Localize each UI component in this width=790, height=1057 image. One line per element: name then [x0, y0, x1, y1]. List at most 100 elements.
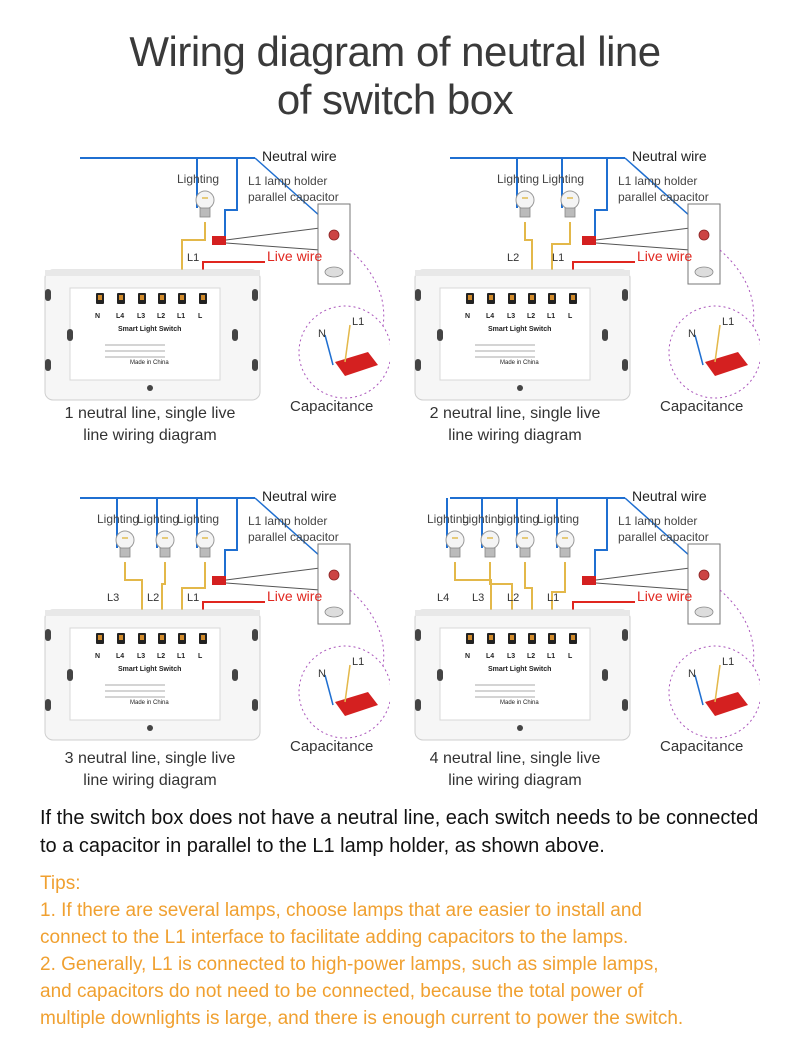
lamp-line-label: L3 — [472, 592, 485, 604]
title-line-1: Wiring diagram of neutral line — [129, 28, 661, 75]
terminal-label: L4 — [116, 313, 125, 320]
tip-line: 1. If there are several lamps, choose la… — [40, 900, 642, 921]
title-line-2: of switch box — [276, 76, 514, 123]
mount-slot — [252, 699, 258, 711]
terminal-label: L4 — [486, 653, 495, 660]
callout-n-label: N — [318, 328, 326, 340]
made-in-label: Made in China — [500, 700, 539, 706]
capacitor-callout — [668, 645, 760, 739]
lamp-line-label: L2 — [147, 592, 160, 604]
capacitor-callout — [298, 305, 390, 399]
made-in-label: Made in China — [130, 360, 169, 366]
cap-n-lead — [694, 674, 704, 706]
holder-socket — [324, 606, 344, 618]
callout-n-label: N — [688, 328, 696, 340]
terminal-label: L2 — [157, 313, 166, 320]
mount-hole — [147, 385, 153, 391]
leader-line — [225, 582, 321, 591]
callout-l1-label: L1 — [722, 656, 735, 668]
capacitance-label: Capacitance — [290, 398, 374, 415]
capacitance-label: Capacitance — [660, 738, 744, 755]
terminal-label: L1 — [547, 653, 556, 660]
terminal-label: L2 — [527, 313, 536, 320]
bulb-icon — [515, 530, 535, 558]
terminal-label: L2 — [157, 653, 166, 660]
page-title: Wiring diagram of neutral line of switch… — [0, 28, 790, 124]
lamp-line-label: L2 — [507, 252, 520, 264]
neutral-wire-label: Neutral wire — [632, 488, 707, 504]
neutral-drop — [594, 158, 608, 240]
capacitance-label: Capacitance — [290, 738, 374, 755]
switch-brand-label: Smart Light Switch — [488, 666, 552, 673]
holder-socket — [324, 266, 344, 278]
caption-line-1: 3 neutral line, single live — [64, 750, 236, 767]
terminal-label: L1 — [177, 653, 186, 660]
terminal-label: L3 — [137, 653, 146, 660]
mount-hole — [517, 385, 523, 391]
wiring-svg — [414, 157, 760, 401]
leader-line — [225, 567, 321, 581]
made-in-label: Made in China — [130, 700, 169, 706]
switch-brand-label: Smart Light Switch — [488, 326, 552, 333]
live-wire-label: Live wire — [267, 588, 323, 604]
switch-brand-label: Smart Light Switch — [118, 666, 182, 673]
bulb-icon — [480, 530, 500, 558]
holder-label-1: L1 lamp holder — [618, 174, 698, 188]
neutral-drop — [594, 498, 608, 580]
caption-line-2: line wiring diagram — [83, 772, 217, 789]
leader-line — [595, 567, 691, 581]
bulb-icon — [515, 190, 535, 218]
caption-line-2: line wiring diagram — [83, 427, 217, 444]
callout-l1-label: L1 — [352, 316, 365, 328]
terminal-label: N — [95, 653, 101, 660]
capacitor-callout — [298, 645, 390, 739]
holder-socket — [694, 266, 714, 278]
wiring-svg — [44, 497, 390, 741]
mount-slot — [252, 359, 258, 371]
bulb-icon — [445, 530, 465, 558]
mount-slot — [45, 629, 51, 641]
wiring-svg — [44, 157, 390, 401]
switch-brand-label: Smart Light Switch — [118, 326, 182, 333]
leader-line — [225, 227, 321, 241]
capacitor-callout — [668, 305, 760, 399]
terminal-label: L2 — [527, 653, 536, 660]
mount-slot — [252, 629, 258, 641]
live-wire-label: Live wire — [267, 248, 323, 264]
holder-terminal — [328, 229, 340, 241]
cap-n-lead — [694, 334, 704, 366]
callout-l1-label: L1 — [352, 656, 365, 668]
cap-n-lead — [324, 334, 334, 366]
holder-terminal — [328, 569, 340, 581]
holder-capacitor — [582, 236, 596, 245]
holder-label-1: L1 lamp holder — [248, 174, 328, 188]
lamp-line-label: L2 — [507, 592, 520, 604]
terminal-label: L3 — [507, 653, 516, 660]
mount-slot — [622, 629, 628, 641]
holder-socket — [694, 606, 714, 618]
holder-label-2: parallel capacitor — [248, 530, 339, 544]
panel-caption: 3 neutral line, single live line wiring d… — [20, 748, 280, 792]
tip-line: multiple downlights is large, and there … — [40, 1008, 684, 1029]
holder-label-2: parallel capacitor — [618, 530, 709, 544]
terminal-label: L4 — [116, 653, 125, 660]
mount-slot — [602, 329, 608, 341]
wiring-svg — [414, 497, 760, 741]
callout-n-label: N — [688, 668, 696, 680]
terminal-label: L — [198, 313, 203, 320]
terminal-label: N — [465, 653, 471, 660]
mount-slot — [232, 669, 238, 681]
mount-slot — [437, 329, 443, 341]
leader-line — [595, 227, 691, 241]
neutral-drop — [224, 158, 238, 240]
neutral-note: If the switch box does not have a neutra… — [40, 807, 759, 857]
tips-heading: Tips: — [40, 873, 81, 894]
lamp-line-label: L4 — [437, 592, 450, 604]
terminal-label: N — [465, 313, 471, 320]
holder-capacitor — [212, 236, 226, 245]
